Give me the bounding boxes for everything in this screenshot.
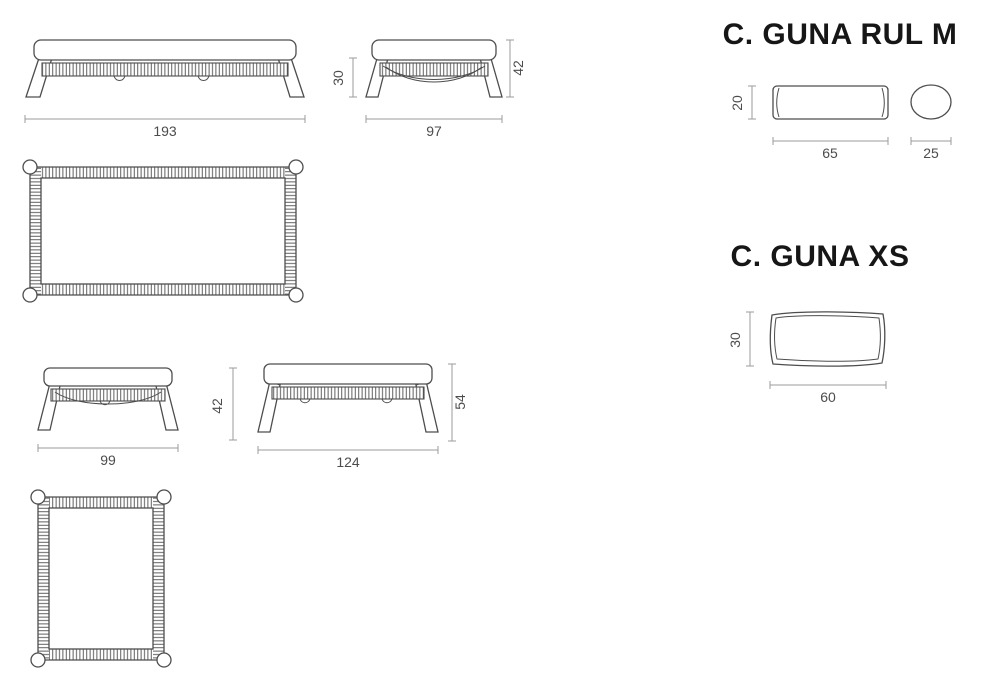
dim-bench-side-band-height: 30 bbox=[330, 57, 357, 98]
dim-label-25: 25 bbox=[923, 145, 939, 161]
bench-medium-front-view bbox=[257, 363, 439, 433]
dim-label-99: 99 bbox=[100, 452, 116, 468]
bench-large-front-view bbox=[25, 39, 305, 98]
dim-label-30: 30 bbox=[330, 70, 346, 86]
dim-label-124: 124 bbox=[336, 454, 360, 470]
bench-side-view bbox=[365, 39, 503, 98]
dim-bench-medium-width: 124 bbox=[257, 446, 439, 470]
rul-m-roll-side-view bbox=[772, 85, 889, 120]
dim-rul-m-length: 65 bbox=[772, 137, 889, 161]
bench-small-top-view bbox=[30, 489, 172, 668]
dim-label-97: 97 bbox=[426, 123, 442, 139]
dim-bench-small-height: 42 bbox=[209, 367, 237, 441]
bench-large-top-view bbox=[22, 159, 304, 303]
xs-cushion-view bbox=[769, 311, 886, 367]
dim-xs-height: 30 bbox=[727, 311, 754, 367]
dim-bench-small-width: 99 bbox=[37, 444, 179, 468]
dim-label-42-small: 42 bbox=[209, 398, 225, 414]
bench-small-front-view bbox=[37, 367, 179, 431]
section-title-guna-rul-m: C. GUNA RUL M bbox=[722, 18, 958, 51]
dim-label-42-side: 42 bbox=[510, 60, 526, 76]
dim-label-193: 193 bbox=[153, 123, 177, 139]
dim-rul-m-height: 20 bbox=[729, 85, 756, 120]
section-title-guna-xs: C. GUNA XS bbox=[730, 240, 910, 273]
dim-bench-side-total-height: 42 bbox=[506, 39, 526, 98]
dim-bench-medium-height: 54 bbox=[448, 363, 468, 442]
dim-bench-side-width: 97 bbox=[365, 115, 503, 139]
rul-m-roll-end-view bbox=[910, 84, 952, 120]
dim-xs-width: 60 bbox=[769, 381, 887, 405]
dim-label-65: 65 bbox=[822, 145, 838, 161]
dim-label-60: 60 bbox=[820, 389, 836, 405]
dim-label-30-xs: 30 bbox=[727, 332, 743, 348]
dim-bench-large-width: 193 bbox=[24, 115, 306, 139]
dim-label-54: 54 bbox=[452, 394, 468, 410]
dim-label-20: 20 bbox=[729, 95, 745, 111]
dim-rul-m-diameter: 25 bbox=[910, 137, 952, 161]
